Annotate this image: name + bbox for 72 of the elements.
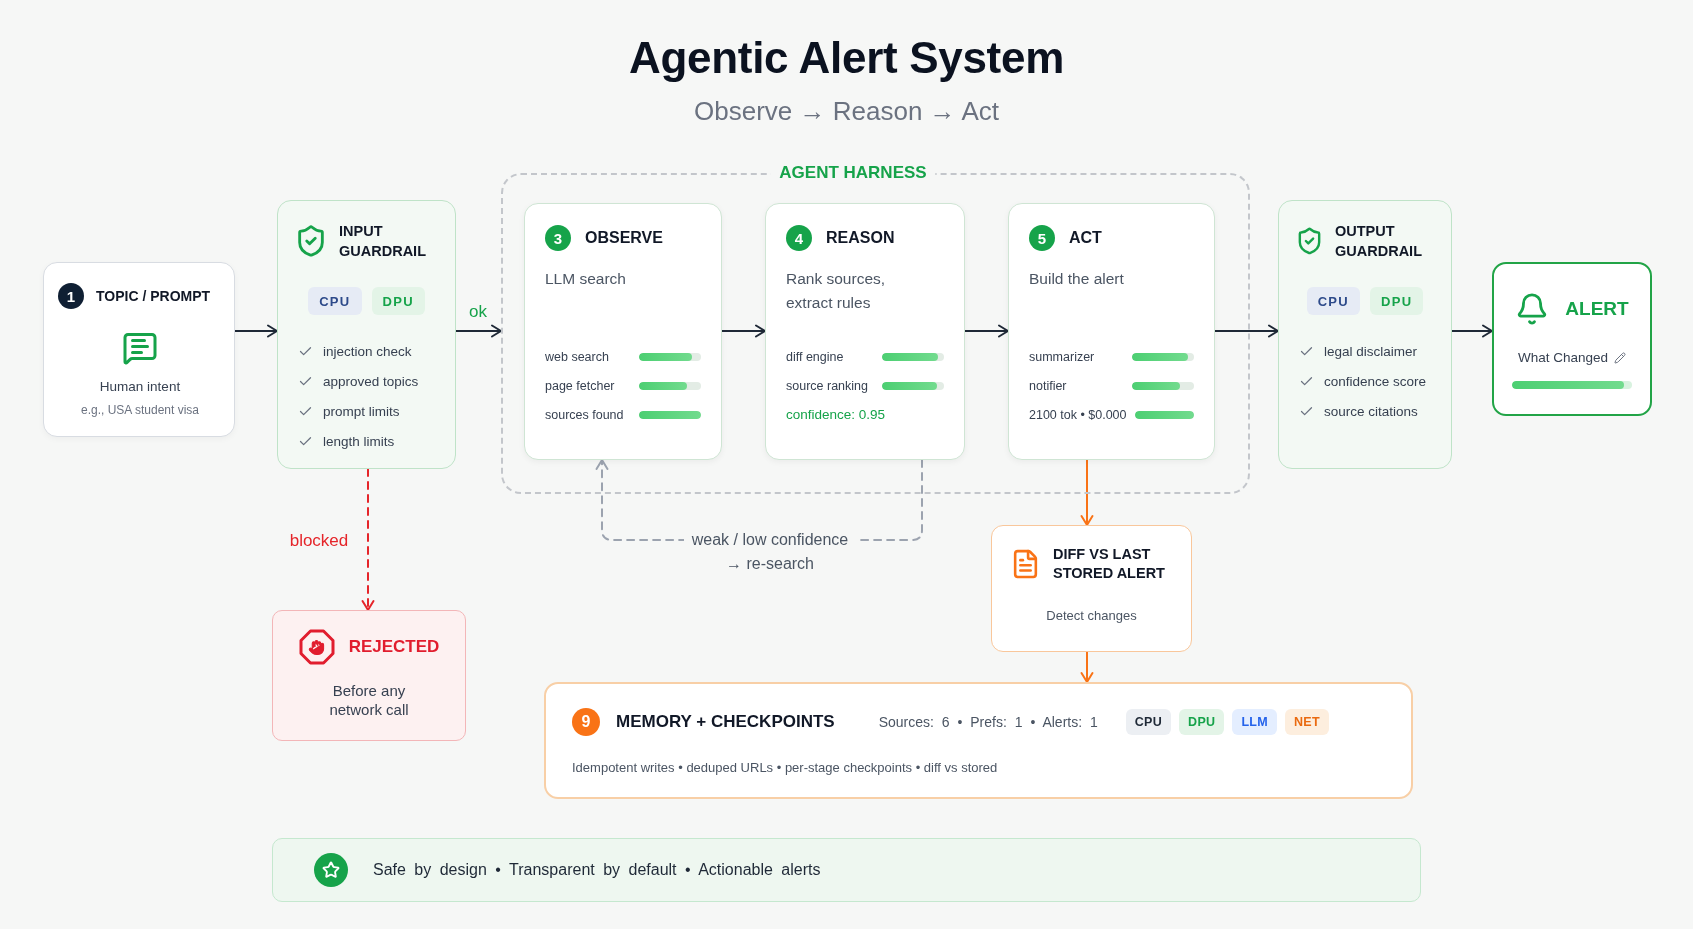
subtitle: Observe → Reason → Act	[694, 95, 999, 127]
card-subtext: e.g., USA student visa	[80, 402, 200, 418]
metric-label: 2100 tok • $0.000	[1029, 407, 1127, 422]
step-number: 9	[572, 708, 600, 736]
confidence-text: confidence: 0.95	[786, 407, 886, 422]
resource-tag: LLM	[1232, 709, 1277, 735]
resource-tag: NET	[1284, 709, 1329, 735]
metric-label: notifier	[1029, 378, 1067, 393]
checklist-item: source citations	[1324, 403, 1418, 419]
card-title: TOPIC / PROMPT	[96, 287, 211, 306]
step-number: 5	[1029, 225, 1055, 251]
metric-label: summarizer	[1029, 349, 1095, 364]
arrow	[1214, 324, 1279, 338]
arrow	[1080, 651, 1094, 683]
checklist-item: length limits	[323, 433, 395, 449]
checklist-item: confidence score	[1324, 373, 1427, 389]
rejected-card	[272, 610, 466, 741]
footer-banner	[272, 838, 1421, 902]
card-text: Before any network call	[328, 681, 410, 719]
dashed-arrow	[361, 468, 375, 611]
card-text: Build the alert	[1029, 269, 1125, 289]
arrow	[455, 324, 502, 338]
card-text: Rank sources, extract rules	[786, 269, 887, 313]
diff-card	[991, 525, 1192, 652]
card-text: Human intent	[99, 378, 181, 396]
card-title: DIFF VS LAST STORED ALERT	[1053, 545, 1166, 583]
input-card	[43, 262, 235, 437]
card-title: INPUT GUARDRAIL	[339, 222, 427, 261]
step-number: 4	[786, 225, 812, 251]
stage-card	[524, 203, 722, 460]
metric-label: web search	[545, 349, 609, 364]
card-title: MEMORY + CHECKPOINTS	[616, 711, 835, 733]
stage-card	[1008, 203, 1215, 460]
card-title: REASON	[826, 228, 895, 248]
card-title: OBSERVE	[585, 228, 663, 248]
card-text: Detect changes	[1046, 607, 1137, 624]
diagram-title: Agentic Alert System	[629, 32, 1064, 84]
card-text: LLM search	[545, 269, 627, 289]
resource-tag: CPU	[308, 287, 362, 315]
resource-tag: CPU	[1125, 709, 1172, 735]
arrow	[1080, 459, 1094, 526]
arrow	[964, 324, 1009, 338]
step-number: 3	[545, 225, 571, 251]
checklist-item: prompt limits	[323, 403, 400, 419]
card-title: ACT	[1069, 228, 1102, 248]
card-text: What Changed	[1517, 350, 1609, 365]
resource-tag: DPU	[371, 287, 425, 315]
metric-label: diff engine	[786, 349, 844, 364]
resource-tag: DPU	[1179, 709, 1225, 735]
guardrail-panel	[1278, 200, 1452, 469]
stage-card	[765, 203, 965, 460]
memory-panel	[544, 682, 1413, 799]
tagline-text: Safe by design • Transparent by default • Actionable alerts	[373, 861, 821, 879]
arrow	[234, 324, 278, 338]
alert-card	[1492, 262, 1652, 416]
metric-label: source ranking	[786, 378, 868, 393]
stats-text: Sources: 6 • Prefs: 1 • Alerts: 1	[878, 714, 1098, 730]
card-title: REJECTED	[348, 636, 440, 658]
card-text: Idempotent writes • deduped URLs • per-stage checkpoints • diff vs stored	[572, 759, 999, 776]
arrow	[721, 324, 766, 338]
checklist-item: approved topics	[323, 373, 419, 389]
guardrail-panel	[277, 200, 456, 469]
card-title: OUTPUT GUARDRAIL	[1335, 222, 1423, 261]
resource-tag: DPU	[1370, 287, 1424, 315]
resource-tag: CPU	[1306, 287, 1360, 315]
checklist-item: legal disclaimer	[1324, 343, 1418, 359]
arrow	[1451, 324, 1493, 338]
metric-label: page fetcher	[545, 378, 615, 393]
step-number: 1	[58, 283, 84, 309]
checklist-item: injection check	[323, 343, 412, 359]
card-title: ALERT	[1565, 297, 1629, 321]
metric-label: sources found	[545, 407, 624, 422]
